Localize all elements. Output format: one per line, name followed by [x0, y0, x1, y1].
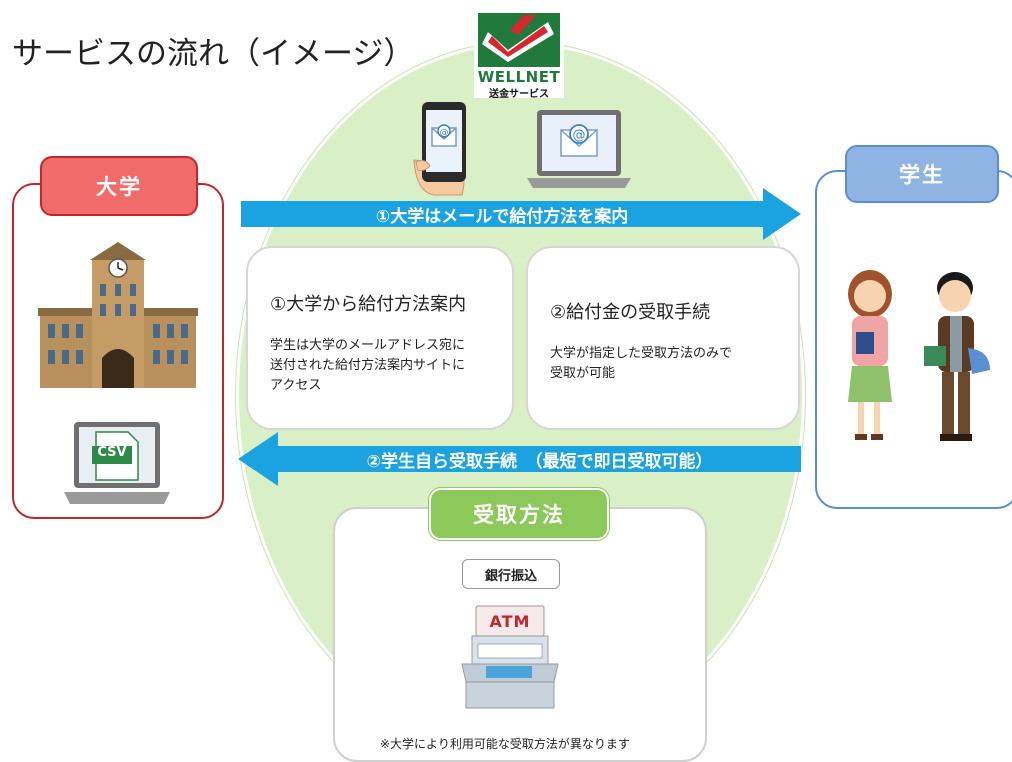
atm-label: ATM [489, 612, 531, 631]
receiving-method-panel [333, 507, 707, 762]
student-label: 学生 [845, 145, 999, 203]
arrow-right-icon [241, 188, 801, 240]
info-box-procedure-title: ②給付金の受取手続 [550, 302, 711, 323]
arrow-to-university-label: ②学生自ら受取手続 （最短で即日受取可能） [366, 452, 713, 472]
info-box-guide-body: 学生は大学のメールアドレス宛に 送付された給付方法案内サイトに アクセス [270, 336, 465, 396]
info-box-guide-line: 学生は大学のメールアドレス宛に [270, 338, 466, 353]
wellnet-sub-text: 送金サービス [489, 89, 549, 100]
students-illustration [840, 262, 1000, 444]
arrow-to-university: ②学生自ら受取手続 （最短で即日受取可能） [238, 432, 801, 486]
atm-icon [461, 605, 559, 709]
university-label: 大学 [40, 156, 198, 216]
atm-illustration: ATM [458, 604, 562, 710]
laptop-mail-icon: @ [527, 110, 631, 188]
university-building-illustration [38, 240, 198, 390]
student-panel [815, 170, 1012, 509]
info-box-procedure-line: 大学が指定した受取方法のみで [550, 346, 733, 361]
arrow-left-icon [238, 432, 801, 486]
info-box-procedure: ②給付金の受取手続 大学が指定した受取方法のみで 受取が可能 [526, 246, 800, 430]
students-icon [848, 270, 990, 441]
csv-laptop-illustration: CSV [62, 420, 172, 508]
smartphone-mail-icon: @ [413, 102, 466, 196]
info-box-procedure-body: 大学が指定した受取方法のみで 受取が可能 [550, 344, 732, 384]
laptop-icon [64, 422, 170, 504]
info-box-guide-line: 送付された給付方法案内サイトに [270, 358, 466, 373]
wellnet-brand-text: WELLNET [477, 68, 561, 86]
info-box-procedure-line: 受取が可能 [550, 366, 616, 381]
info-box-guide-title: ①大学から給付方法案内 [270, 294, 467, 315]
footnote: ※大学により利用可能な受取方法が異なります [380, 737, 630, 751]
receiving-method-label: 受取方法 [429, 488, 609, 540]
page-title: サービスの流れ（イメージ） [12, 36, 415, 72]
bank-transfer-badge: 銀行振込 [462, 559, 560, 589]
smartphone-mail-illustration: @ [412, 100, 476, 196]
svg-text:@: @ [440, 128, 449, 138]
arrow-to-student-label: ①大学はメールで給付方法を案内 [375, 207, 629, 227]
arrow-to-student: ①大学はメールで給付方法を案内 [241, 188, 801, 240]
csv-label: CSV [97, 445, 127, 460]
university-building-icon [38, 242, 198, 388]
wellnet-logo: WELLNET 送金サービス [474, 10, 564, 100]
wellnet-logo-icon [474, 10, 564, 98]
info-box-guide-line: アクセス [270, 378, 322, 393]
laptop-mail-illustration: @ [525, 108, 633, 192]
info-box-guide: ①大学から給付方法案内 学生は大学のメールアドレス宛に 送付された給付方法案内サ… [246, 246, 514, 430]
svg-text:@: @ [573, 128, 586, 143]
